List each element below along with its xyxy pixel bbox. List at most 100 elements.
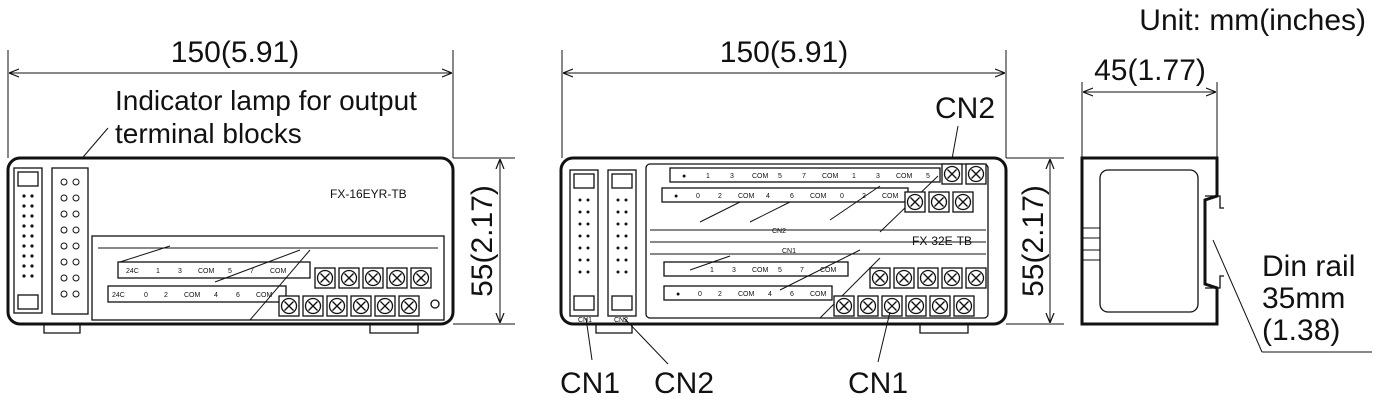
m2-cn1-small: CN1 [782, 248, 796, 255]
svg-text:1: 1 [706, 173, 710, 180]
m2-cn1-left-label: CN1 [560, 367, 620, 400]
m1-indicator-label-2: terminal blocks [115, 118, 302, 149]
svg-text:7: 7 [800, 267, 804, 274]
m2-terminal-board [645, 163, 989, 319]
m2-connector-cn2 [607, 169, 637, 317]
svg-text:7: 7 [250, 268, 254, 275]
svg-text:24C: 24C [126, 268, 139, 275]
m2-label-row-d [663, 285, 833, 301]
svg-text:COM: COM [738, 193, 755, 200]
svg-text:●: ● [682, 173, 686, 180]
svg-text:COM: COM [256, 292, 273, 299]
svg-text:●: ● [676, 291, 680, 298]
svg-text:COM: COM [198, 268, 215, 275]
svg-text:COM: COM [896, 173, 913, 180]
m2-label-row-c [663, 261, 849, 277]
svg-text:COM: COM [184, 292, 201, 299]
svg-text:●: ● [674, 193, 678, 200]
m1-top-labels: 24C 1 3 COM 5 7 COM [126, 268, 287, 275]
m2-width-dim: 150(5.91) [720, 36, 848, 69]
svg-text:COM: COM [810, 291, 827, 298]
unit-label: Unit: mm(inches) [1139, 4, 1366, 37]
svg-text:COM: COM [810, 193, 827, 200]
m2-cn2-left-leader [623, 317, 669, 365]
side-view: 45(1.77) Din rail 35mm (1.38) [1080, 54, 1372, 353]
din-rail-label-1: Din rail [1262, 250, 1355, 283]
m2-height-dim: 55(2.17) [1017, 185, 1050, 297]
svg-text:2: 2 [164, 292, 168, 299]
svg-text:4: 4 [768, 291, 772, 298]
svg-text:3: 3 [876, 173, 880, 180]
svg-text:COM: COM [270, 268, 287, 275]
svg-text:4: 4 [214, 292, 218, 299]
m2-label-row-a [669, 167, 941, 183]
svg-text:2: 2 [718, 291, 722, 298]
svg-text:4: 4 [766, 193, 770, 200]
svg-text:3: 3 [178, 268, 182, 275]
svg-text:1: 1 [710, 267, 714, 274]
svg-text:1: 1 [852, 173, 856, 180]
side-window [1099, 169, 1199, 313]
svg-text:COM: COM [752, 173, 769, 180]
m1-terminal-area [91, 235, 445, 321]
svg-text:COM: COM [738, 291, 755, 298]
svg-text:0: 0 [144, 292, 148, 299]
m1-screws-top [314, 267, 432, 289]
svg-text:5: 5 [778, 173, 782, 180]
m1-indicator-label-1: Indicator lamp for output [115, 85, 417, 116]
svg-text:2: 2 [718, 193, 722, 200]
svg-text:6: 6 [790, 193, 794, 200]
svg-text:0: 0 [696, 193, 700, 200]
svg-text:6: 6 [790, 291, 794, 298]
m1-led-lamps [60, 178, 80, 298]
m2-cn2-small: CN2 [772, 228, 786, 235]
module-2: 150(5.91) CN2 CN1 CN2 [559, 36, 1064, 400]
m1-foot-left [43, 324, 81, 334]
svg-text:3: 3 [732, 267, 736, 274]
svg-text:7: 7 [802, 173, 806, 180]
svg-text:0: 0 [840, 193, 844, 200]
module-1: 150(5.91) Indicator lamp for output term… [6, 36, 515, 334]
svg-text:6: 6 [236, 292, 240, 299]
m1-connector-pins [22, 194, 34, 278]
svg-text:3: 3 [730, 173, 734, 180]
m2-cn2-left-label: CN2 [654, 367, 714, 400]
m1-width-dim: 150(5.91) [171, 36, 299, 69]
m2-cn2-tag: CN2 [614, 317, 628, 324]
m2-cn2-label-top: CN2 [935, 92, 995, 125]
din-rail-label-2: 35mm [1262, 282, 1345, 315]
m1-bottom-labels: 24C 0 2 COM 4 6 COM [112, 292, 273, 299]
m2-cn1-bottom-leader [877, 311, 891, 363]
svg-text:5: 5 [926, 173, 930, 180]
svg-text:COM: COM [882, 193, 899, 200]
m1-led-strip [51, 167, 89, 315]
svg-text:COM: COM [752, 267, 769, 274]
side-width-dim: 45(1.77) [1094, 54, 1206, 87]
m1-foot-right [369, 324, 419, 334]
din-rail-label-3: (1.38) [1262, 314, 1340, 347]
m2-cn1-tag: CN1 [578, 317, 592, 324]
m1-mount-hole [430, 299, 440, 309]
din-rail [1205, 195, 1224, 289]
svg-text:COM: COM [820, 267, 837, 274]
m1-connector [13, 167, 43, 314]
svg-text:COM: COM [822, 173, 839, 180]
m1-label-row-bottom [107, 285, 287, 303]
svg-text:5: 5 [228, 268, 232, 275]
svg-text:24C: 24C [112, 292, 125, 299]
svg-text:5: 5 [778, 267, 782, 274]
svg-text:0: 0 [698, 291, 702, 298]
m1-connector-latch-top [17, 171, 39, 187]
m2-model-label: FX-32E-TB [912, 234, 972, 248]
m1-connector-latch-bottom [17, 294, 39, 310]
side-body [1080, 156, 1219, 326]
m1-model-label: FX-16EYR-TB [330, 187, 407, 201]
m2-connector-cn1 [569, 169, 599, 317]
m1-label-row-top [117, 261, 311, 279]
m1-height-dim: 55(2.17) [466, 185, 499, 297]
din-rail-leader [1212, 239, 1263, 353]
m2-cn1-bottom-label: CN1 [848, 367, 908, 400]
m2-cn1-left-leader [585, 317, 593, 361]
svg-text:1: 1 [156, 268, 160, 275]
